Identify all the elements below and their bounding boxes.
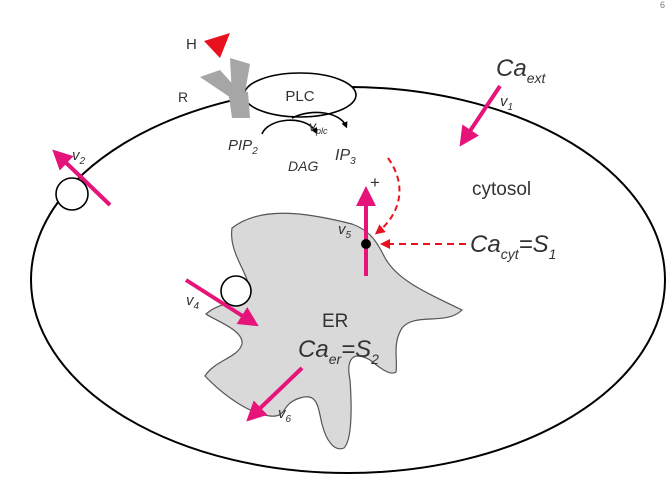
v4-label: v4	[186, 292, 200, 312]
v4-flux-arrow	[184, 278, 259, 327]
er-label: ER	[322, 311, 348, 332]
ca-er-label: Caer=S2	[298, 336, 379, 367]
v2-pump-icon	[55, 177, 89, 211]
hormone-icon	[204, 33, 230, 58]
ca-cyt-label: Cacyt=S1	[470, 231, 556, 262]
ip3-activation-arrow	[374, 157, 401, 235]
pip2-label: PIP2	[228, 137, 258, 157]
page-number: 6	[659, 0, 665, 10]
ip3-label: IP3	[335, 147, 356, 167]
v1-label: v1	[500, 93, 513, 113]
vplc-label: vplc	[309, 118, 328, 136]
v6-flux-arrow	[246, 366, 304, 422]
hormone-label: H	[186, 36, 197, 53]
receptor-icon	[200, 58, 250, 118]
dag-label: DAG	[288, 158, 318, 174]
plc-label: PLC	[285, 88, 314, 105]
plc-reaction-arc	[261, 119, 318, 135]
v5-label: v5	[338, 221, 352, 241]
receptor-label: R	[178, 89, 188, 105]
activation-plus-sign: +	[370, 173, 380, 192]
cytosol-label: cytosol	[472, 179, 531, 200]
ip3-receptor-channel-icon	[361, 239, 371, 249]
v6-label: v6	[278, 405, 292, 425]
v4-pump-icon	[220, 275, 252, 307]
v2-label: v2	[72, 147, 86, 167]
v2-flux-arrow	[52, 149, 112, 207]
plc-reaction-arc-2	[291, 111, 348, 129]
ca-ext-label: Caext	[496, 55, 546, 86]
endoplasmic-reticulum	[204, 212, 464, 450]
v1-flux-arrow	[459, 84, 502, 147]
